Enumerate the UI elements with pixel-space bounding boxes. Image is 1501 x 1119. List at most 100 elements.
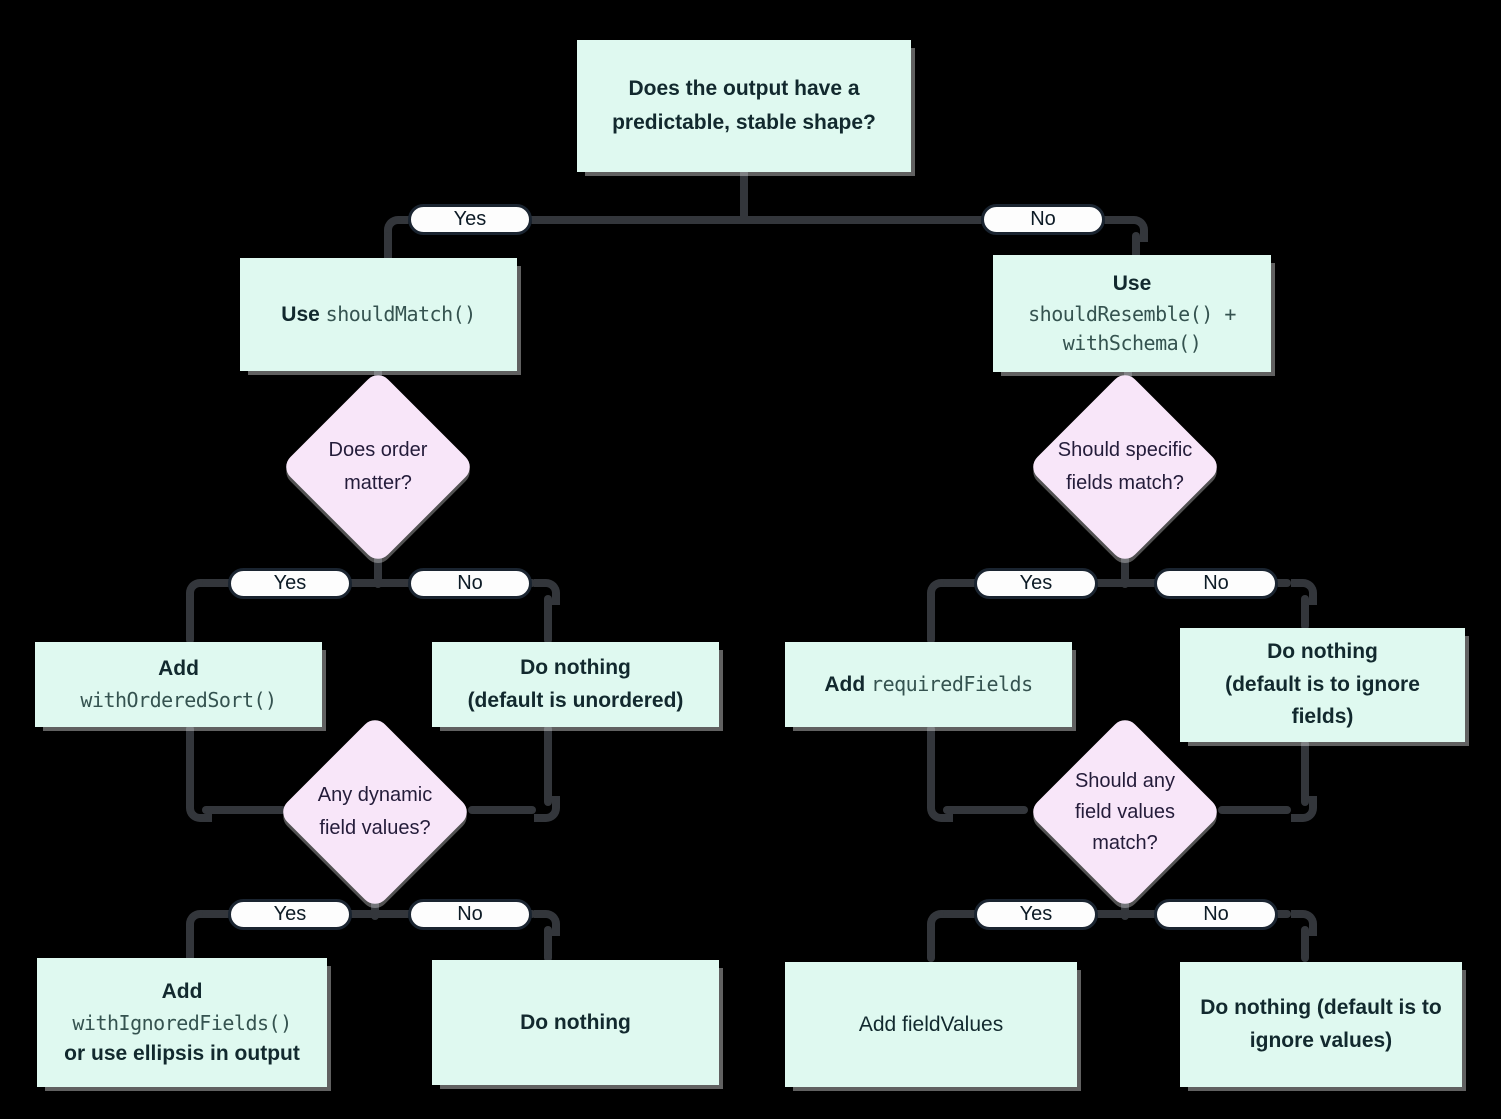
- text-line: Do nothing: [520, 655, 631, 679]
- pill-label: No: [1030, 208, 1056, 230]
- pill-no-level1: No: [981, 204, 1105, 235]
- connector-line: [400, 216, 1126, 224]
- pill-label: Yes: [1019, 572, 1053, 594]
- node-use-shouldmatch: Use shouldMatch(): [240, 258, 517, 371]
- connector-line: [186, 725, 194, 806]
- text-line: Do nothing: [1267, 640, 1378, 664]
- pill-label: No: [1203, 572, 1229, 594]
- pill-no-specific-fields: No: [1154, 568, 1278, 599]
- pill-label: Yes: [453, 208, 487, 230]
- pill-no-order: No: [408, 568, 532, 599]
- connector-elbow: [186, 796, 212, 822]
- connector-line: [1301, 740, 1309, 806]
- connector-line: [1121, 894, 1129, 920]
- diamond-should-specific-fields-match-label: Should specific fields match?: [1056, 398, 1194, 536]
- text-line: Add fieldValues: [858, 1012, 1004, 1036]
- pill-yes-field-values: Yes: [974, 899, 1098, 930]
- code-snippet: withOrderedSort(): [80, 688, 277, 713]
- connector-line: [374, 548, 382, 588]
- text-line: fields): [1291, 705, 1354, 729]
- connector-elbow: [384, 216, 410, 242]
- connector-elbow: [927, 796, 953, 822]
- connector-line: [202, 806, 286, 814]
- node-root-question: Does the output have a predictable, stab…: [577, 40, 911, 172]
- text-line: ignore values): [1249, 1028, 1393, 1052]
- connector-elbow: [534, 910, 560, 936]
- text-prefix: Use: [1112, 272, 1152, 296]
- pill-yes-dynamic-values: Yes: [228, 899, 352, 930]
- node-add-requiredfields-text: Add requiredFields: [824, 668, 1033, 702]
- text-line: Do nothing (default is to: [1200, 995, 1442, 1019]
- connector-elbow: [1291, 579, 1317, 605]
- connector-line: [544, 725, 552, 806]
- connector-line: [1301, 595, 1309, 630]
- connector-elbow: [534, 579, 560, 605]
- code-snippet: withIgnoredFields(): [72, 1010, 292, 1035]
- connector-line: [468, 806, 536, 814]
- code-snippet: shouldResemble() + withSchema(): [1028, 301, 1236, 355]
- text-prefix: Use: [281, 302, 326, 326]
- connector-line: [371, 894, 379, 920]
- pill-label: No: [457, 572, 483, 594]
- node-add-withorderedsort: Add withOrderedSort(): [35, 642, 322, 727]
- text-suffix: or use ellipsis in output: [64, 1041, 300, 1065]
- connector-elbow: [1291, 910, 1317, 936]
- connector-line: [544, 595, 552, 644]
- pill-label: No: [457, 903, 483, 925]
- connector-elbow: [927, 910, 953, 936]
- connector-line: [186, 595, 194, 644]
- connector-elbow: [186, 579, 212, 605]
- node-use-shouldmatch-text: Use shouldMatch(): [281, 298, 477, 332]
- text-line: (default is to ignore: [1225, 672, 1420, 696]
- connector-line: [927, 926, 935, 962]
- node-root-text: Does the output have a predictable, stab…: [612, 77, 876, 134]
- diamond-should-any-field-values-match-label: Should any field values match?: [1056, 743, 1194, 881]
- text-prefix: Add: [161, 980, 203, 1003]
- pill-yes-level1: Yes: [408, 204, 532, 235]
- text-line: (default is unordered): [467, 688, 684, 712]
- connector-line: [1218, 806, 1291, 814]
- connector-line: [927, 595, 935, 644]
- code-snippet: requiredFields: [871, 671, 1033, 696]
- node-do-nothing-plain: Do nothing: [432, 960, 719, 1085]
- pill-no-field-values: No: [1154, 899, 1278, 930]
- connector-line: [202, 910, 536, 918]
- node-do-nothing-ignore-fields: Do nothing (default is to ignore fields): [1180, 628, 1465, 742]
- pill-yes-specific-fields: Yes: [974, 568, 1098, 599]
- connector-line: [740, 166, 748, 224]
- pill-label: Yes: [273, 572, 307, 594]
- connector-line: [202, 579, 536, 587]
- connector-line: [544, 926, 552, 962]
- connector-elbow: [1291, 796, 1317, 822]
- connector-line: [943, 579, 1291, 587]
- node-add-fieldvalues: Add fieldValues: [785, 962, 1077, 1087]
- connector-line: [186, 926, 194, 962]
- connector-elbow: [1122, 216, 1148, 242]
- diamond-text: Any dynamic field values?: [317, 784, 433, 839]
- connector-line: [1132, 232, 1140, 260]
- text-line: Do nothing: [520, 1010, 631, 1034]
- pill-label: Yes: [1019, 903, 1053, 925]
- pill-yes-order: Yes: [228, 568, 352, 599]
- diamond-text: Should any field values match?: [1074, 769, 1176, 854]
- connector-line: [384, 232, 392, 262]
- pill-no-dynamic-values: No: [408, 899, 532, 930]
- node-add-withignoredfields: Add withIgnoredFields() or use ellipsis …: [37, 958, 327, 1087]
- diamond-text: Should specific fields match?: [1057, 439, 1193, 494]
- diamond-any-dynamic-field-values-label: Any dynamic field values?: [306, 743, 444, 881]
- connector-elbow: [186, 910, 212, 936]
- connector-line: [943, 910, 1291, 918]
- text-prefix: Add: [824, 672, 872, 696]
- diamond-does-order-matter-label: Does order matter?: [309, 398, 447, 536]
- node-do-nothing-ignore-values: Do nothing (default is to ignore values): [1180, 962, 1462, 1087]
- connector-line: [1121, 548, 1129, 588]
- code-snippet: shouldMatch(): [325, 301, 477, 326]
- diamond-text: Does order matter?: [328, 439, 428, 494]
- connector-line: [1301, 926, 1309, 962]
- node-do-nothing-unordered: Do nothing (default is unordered): [432, 642, 719, 727]
- node-use-shouldresemble: Use shouldResemble() + withSchema(): [993, 255, 1271, 372]
- pill-label: No: [1203, 903, 1229, 925]
- pill-label: Yes: [273, 903, 307, 925]
- connector-line: [927, 725, 935, 806]
